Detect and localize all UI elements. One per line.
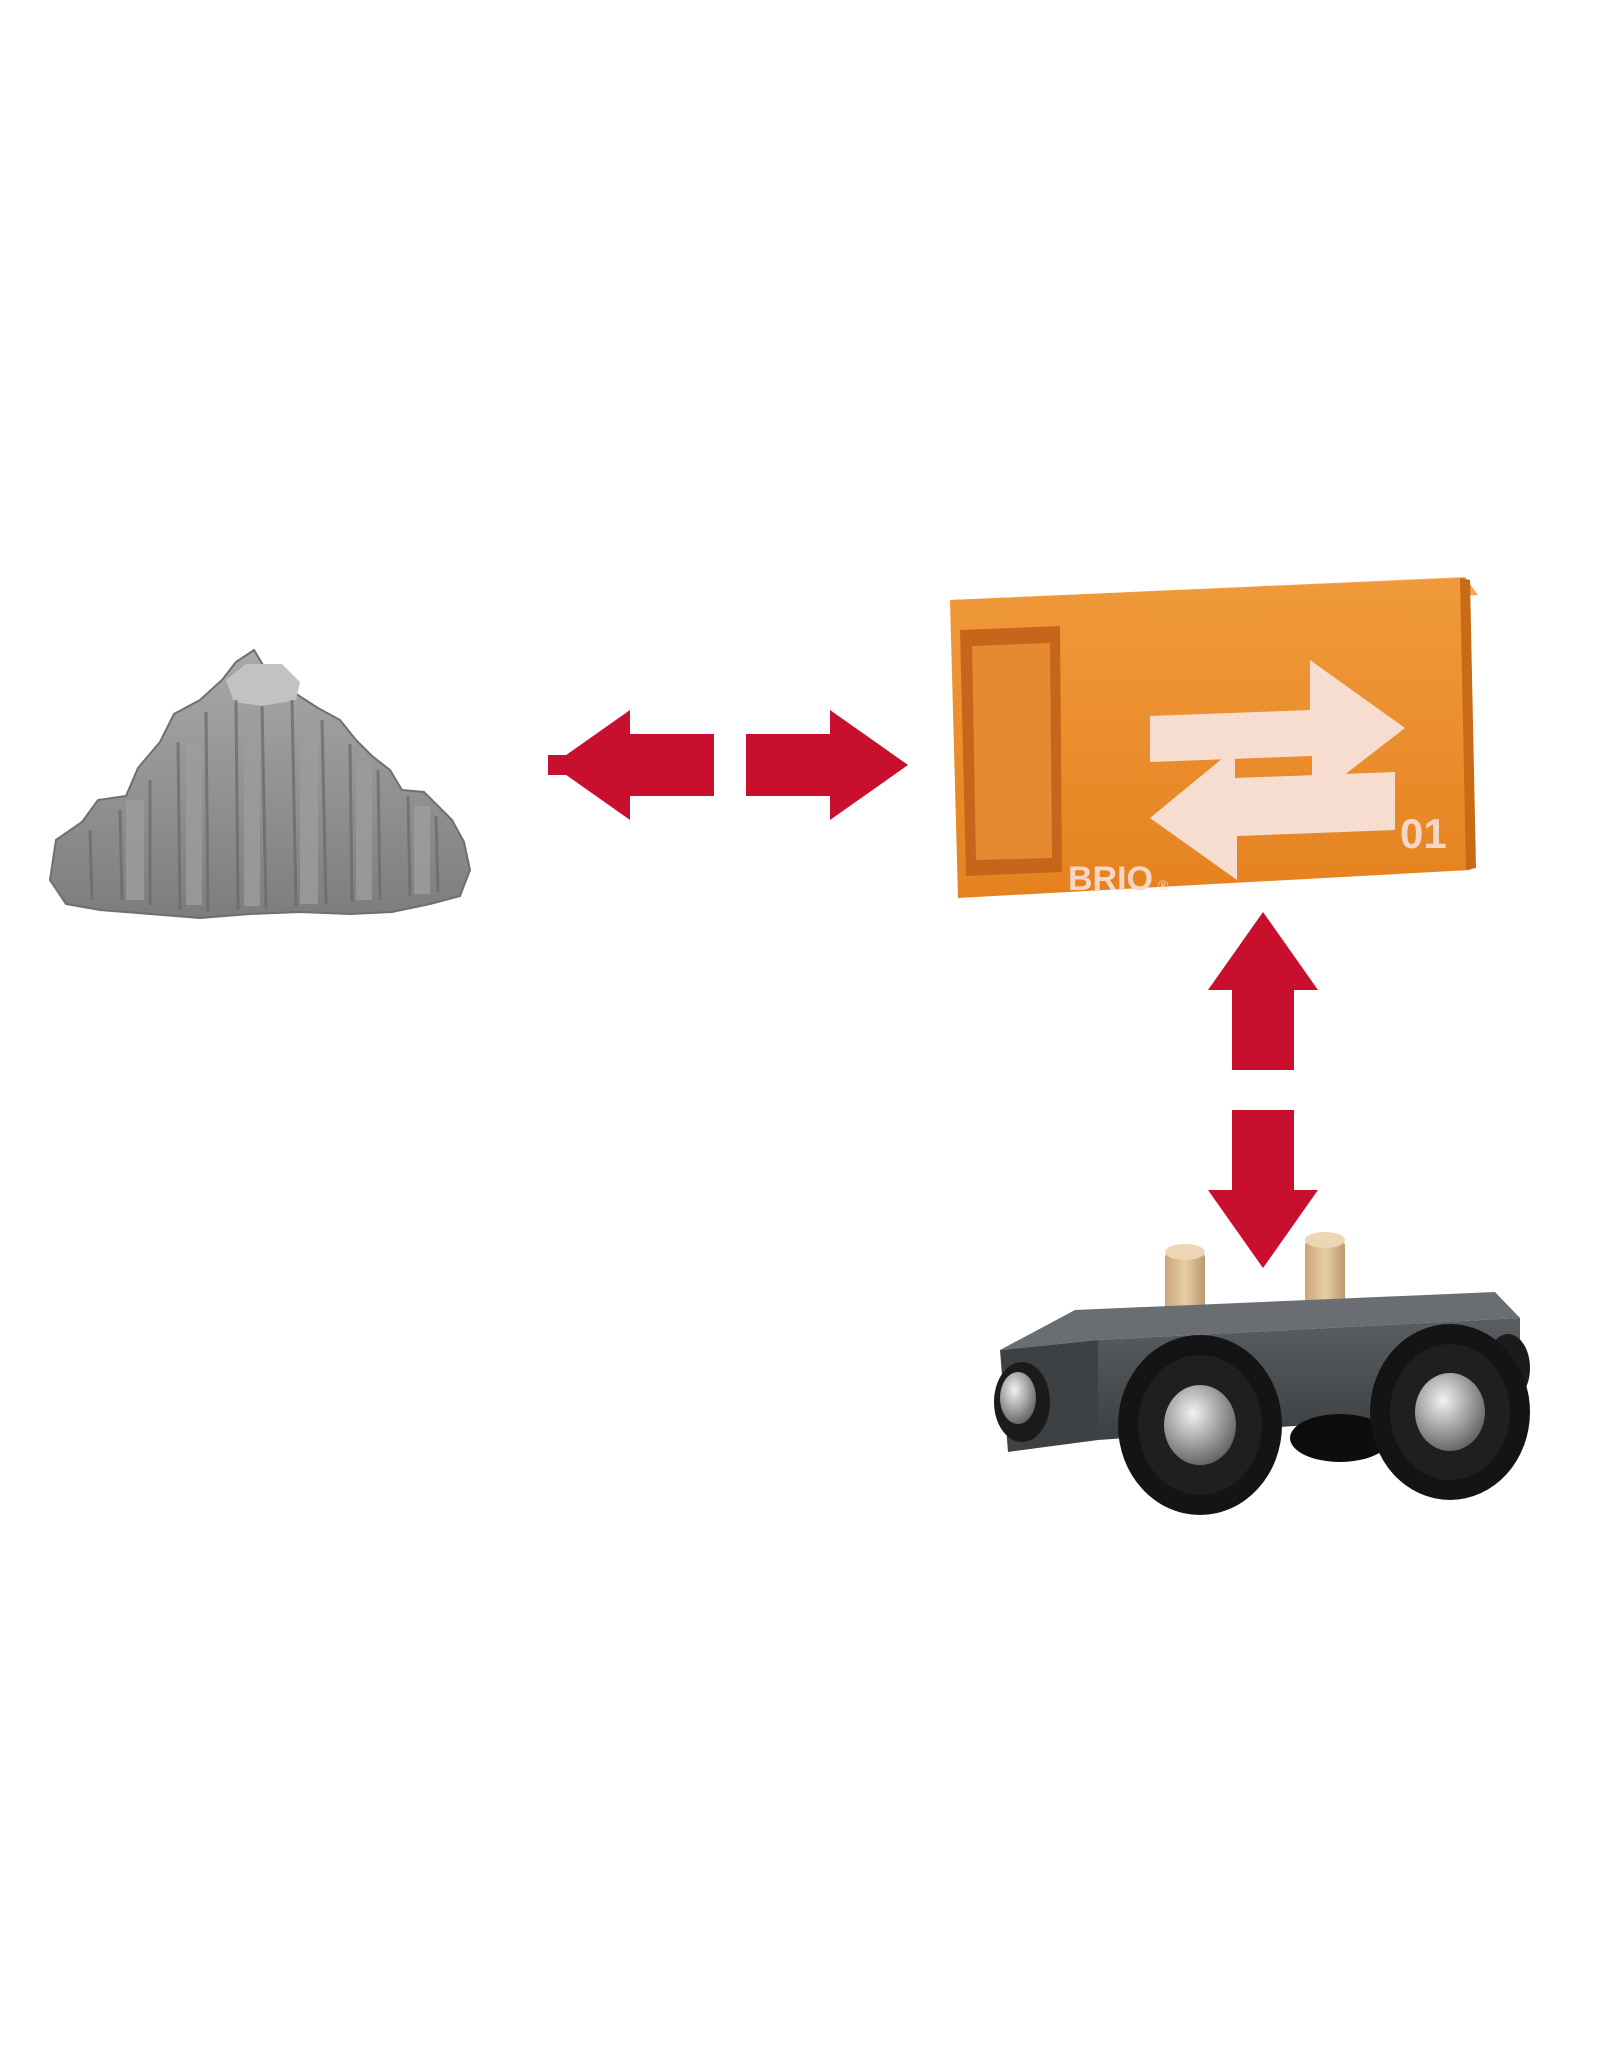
double-arrow-horizontal-right: [746, 710, 908, 820]
double-arrow-vertical-icon: [1208, 912, 1318, 1268]
brand-label: BRIO: [1068, 860, 1153, 898]
wheel-right: [1370, 1324, 1530, 1500]
swap-arrows-icon: [1150, 660, 1405, 880]
container-number: 01: [1400, 810, 1447, 857]
wooden-peg-left: [1165, 1244, 1205, 1320]
wagon-chassis: [994, 1232, 1530, 1515]
rock-piece: [48, 648, 472, 920]
registered-mark: ®: [1158, 877, 1169, 893]
wheel-left: [1118, 1335, 1282, 1515]
orange-cargo-container: BRIO ® 01: [950, 577, 1478, 898]
double-arrow-horizontal-left: [552, 710, 714, 820]
wooden-peg-right: [1305, 1232, 1345, 1308]
